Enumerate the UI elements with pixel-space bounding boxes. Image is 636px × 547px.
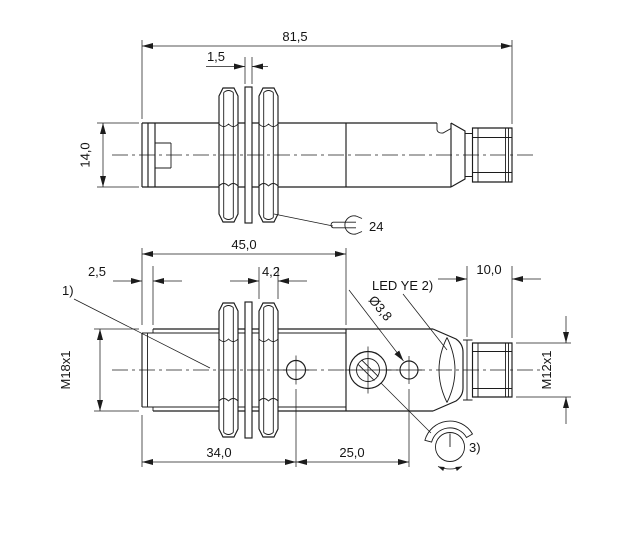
connector-top-view [471, 127, 513, 183]
adjustment-knob-icon [424, 420, 474, 472]
dim-nut-thickness: 4,2 [262, 264, 280, 279]
label-note-1: 1) [62, 283, 74, 298]
dim-nut-thickness-group: 4,2 [230, 264, 307, 299]
dim-body-height-group: 14,0 [78, 122, 139, 188]
clip-notch [436, 123, 452, 134]
dim-overall-length: 81,5 [282, 29, 307, 44]
fixing-hole [283, 355, 309, 385]
top-view: 81,5 1,5 14,0 24 [78, 29, 533, 235]
label-note-3: 3) [469, 440, 481, 455]
dim-connector-length-group: 10,0 [438, 262, 541, 338]
dim-connector-thread-group: M12x1 [516, 316, 571, 424]
led-hole-diameter-callout: Ø3,8 [348, 289, 404, 362]
dim-overall-length-group: 81,5 [141, 29, 513, 124]
bottom-view: 45,0 2,5 4,2 10,0 34,0 [58, 237, 571, 472]
dim-thread-length-group: 45,0 [141, 237, 347, 325]
dim-spacer-thickness: 1,5 [207, 49, 225, 64]
potentiometer [344, 346, 392, 394]
dim-front-thread-group: M18x1 [58, 328, 139, 412]
dim-connector-thread: M12x1 [539, 350, 554, 389]
dim-spacer-thickness-group: 1,5 [206, 49, 268, 84]
keyway-notch [155, 142, 172, 169]
dim-front-thread: M18x1 [58, 350, 73, 389]
dim-connector-length: 10,0 [476, 262, 501, 277]
dim-hole-distance-rear: 25,0 [339, 445, 364, 460]
dim-body-height: 14,0 [78, 142, 93, 167]
wrench-size-label: 24 [369, 219, 383, 234]
bottom-view-body [141, 328, 513, 412]
wrench-size-callout: 24 [273, 213, 383, 235]
label-led: LED YE 2) [372, 278, 433, 293]
dim-hole-distance-front-group: 34,0 [141, 389, 297, 467]
led-callout: LED YE 2) [372, 278, 448, 351]
potentiometer-callout: 3) [380, 382, 481, 472]
dim-thread-relief-group: 2,5 [88, 264, 182, 325]
led-hole [396, 356, 422, 384]
dim-hole-distance-rear-group: 25,0 [296, 389, 410, 467]
connector-bottom-view [471, 342, 513, 398]
note-1-callout: 1) [62, 283, 211, 369]
dim-thread-relief: 2,5 [88, 264, 106, 279]
dim-thread-length: 45,0 [231, 237, 256, 252]
wrench-icon [330, 215, 363, 235]
dim-hole-distance-front: 34,0 [206, 445, 231, 460]
dim-led-hole-diameter: Ø3,8 [366, 292, 396, 323]
